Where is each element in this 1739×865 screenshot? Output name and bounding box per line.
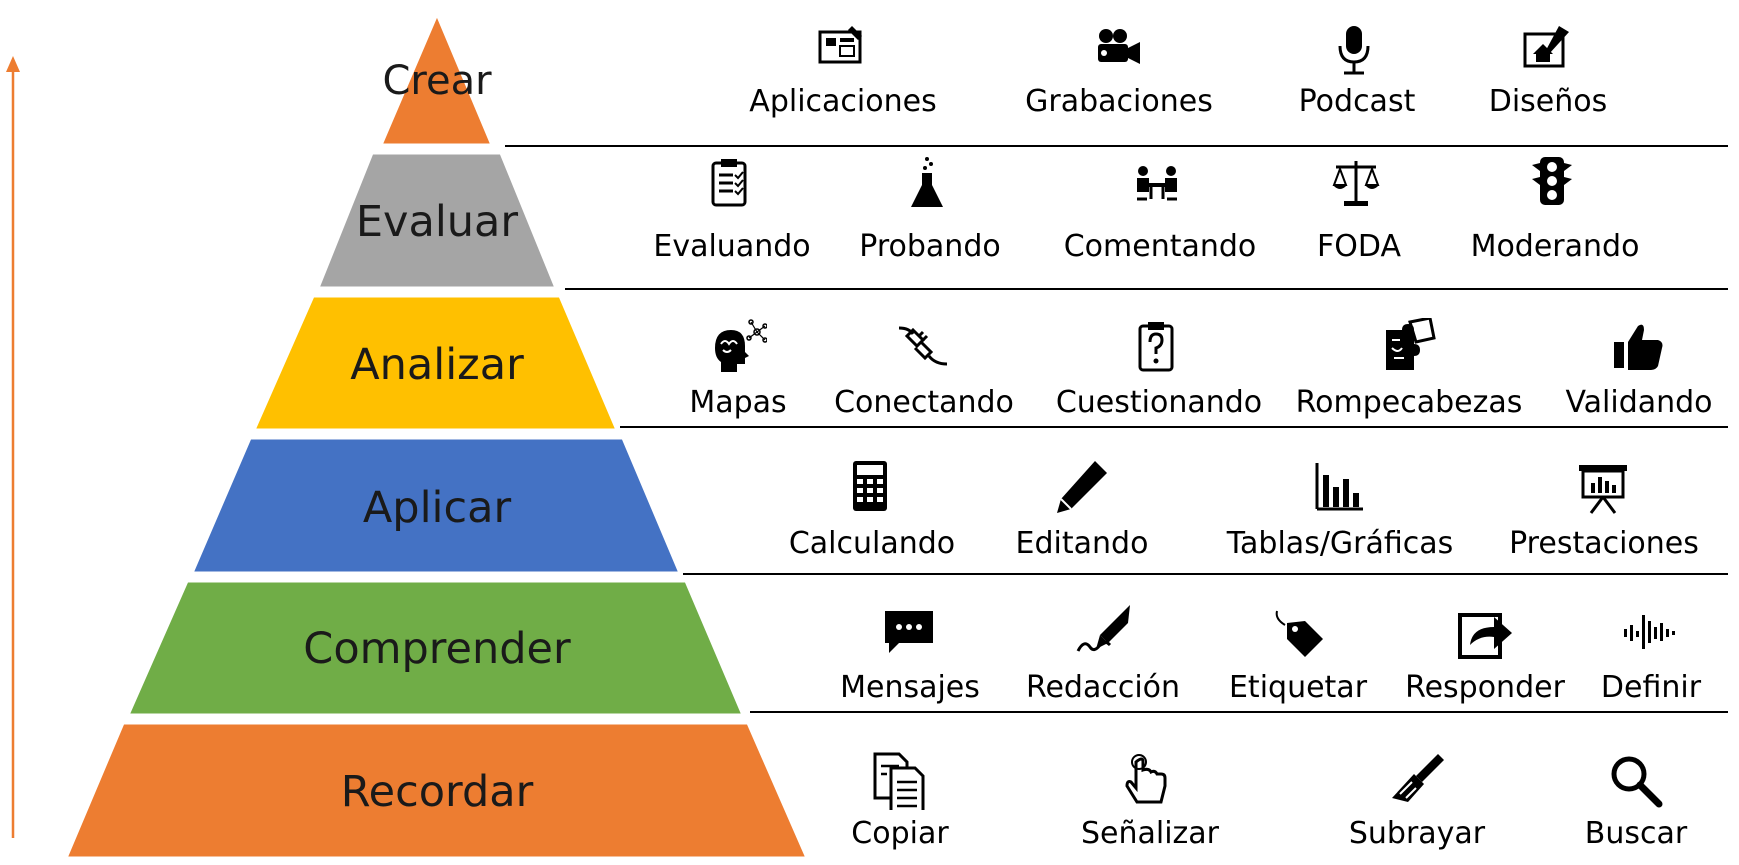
- activity-label: Rompecabezas: [1295, 385, 1523, 420]
- traffic-light-icon: [1532, 157, 1572, 205]
- activity-redacción: Redacción: [1026, 605, 1180, 705]
- activity-copiar: Copiar: [851, 752, 949, 851]
- fountain-pen-icon: [1076, 605, 1130, 652]
- activity-label: Cuestionando: [1055, 385, 1263, 420]
- copy-documents-icon: [873, 752, 925, 810]
- activity-label: Calculando: [788, 526, 956, 561]
- house-design-icon: [1523, 26, 1569, 68]
- video-camera-icon: [1098, 29, 1140, 64]
- level-label-aplicar: Aplicar: [363, 483, 512, 533]
- activity-mensajes: Mensajes: [840, 605, 980, 705]
- pyramid-level-aplicar: [189, 436, 683, 575]
- level-label-recordar: Recordar: [341, 767, 534, 817]
- brain-network-icon: [715, 319, 767, 372]
- flask-icon: [911, 157, 943, 207]
- activity-label: Prestaciones: [1509, 526, 1699, 561]
- activity-conectando: Conectando: [834, 318, 1014, 420]
- tag-icon: [1275, 610, 1323, 657]
- checklist-icon: [711, 159, 747, 207]
- activity-tablas-gráficas: Tablas/Gráficas: [1227, 459, 1453, 561]
- activity-foda: FODA: [1317, 155, 1401, 264]
- plug-icon: [898, 326, 948, 366]
- activity-grabaciones: Grabaciones: [1025, 22, 1213, 119]
- pyramid-level-recordar: [63, 721, 810, 860]
- presentation-icon: [1579, 465, 1627, 514]
- activity-label: Copiar: [851, 816, 949, 851]
- activity-aplicaciones: Aplicaciones: [749, 22, 937, 119]
- activity-label: Evaluando: [653, 229, 811, 264]
- calculator-icon: [853, 461, 887, 511]
- activity-label: Aplicaciones: [749, 84, 937, 119]
- activity-comentando: Comentando: [1064, 155, 1256, 264]
- activity-label: Editando: [1015, 526, 1149, 561]
- activity-prestaciones: Prestaciones: [1509, 459, 1699, 561]
- activity-mapas: Mapas: [689, 318, 787, 420]
- scales-icon: [1332, 161, 1380, 206]
- activity-cuestionando: Cuestionando: [1056, 318, 1262, 420]
- activity-label: Subrayar: [1348, 816, 1486, 851]
- activity-label: Comentando: [1063, 229, 1257, 264]
- activity-editando: Editando: [1016, 459, 1148, 561]
- bar-chart-icon: [1315, 463, 1363, 511]
- activity-label: Diseños: [1488, 84, 1608, 119]
- microphone-icon: [1338, 26, 1370, 75]
- activity-label: Redacción: [1025, 670, 1181, 705]
- activity-validando: Validando: [1565, 318, 1713, 420]
- activity-label: Etiquetar: [1228, 670, 1368, 705]
- activity-label: Moderando: [1470, 229, 1640, 264]
- activity-label: Buscar: [1584, 816, 1688, 851]
- activity-probando: Probando: [859, 155, 1001, 264]
- pointing-hand-icon: [1125, 754, 1167, 804]
- activity-label: Grabaciones: [1025, 84, 1213, 119]
- activity-evaluando: Evaluando: [653, 155, 811, 264]
- sound-wave-icon: [1624, 615, 1675, 649]
- activity-definir: Definir: [1601, 605, 1701, 705]
- activity-label: Mapas: [689, 385, 787, 420]
- level-label-analizar: Analizar: [350, 340, 524, 390]
- activity-responder: Responder: [1405, 605, 1565, 705]
- activity-etiquetar: Etiquetar: [1229, 605, 1367, 705]
- activity-calculando: Calculando: [789, 459, 955, 561]
- magnifier-icon: [1611, 756, 1663, 808]
- activity-subrayar: Subrayar: [1349, 752, 1485, 851]
- level-label-evaluar: Evaluar: [356, 197, 519, 247]
- activity-label: Validando: [1565, 385, 1713, 420]
- activity-señalizar: Señalizar: [1081, 752, 1219, 851]
- activity-label: FODA: [1317, 229, 1401, 264]
- level-label-comprender: Comprender: [303, 624, 571, 674]
- pyramid-level-evaluar: [315, 151, 559, 290]
- paint-brush-icon: [1392, 754, 1444, 802]
- activity-label: Mensajes: [840, 670, 980, 705]
- activity-label: Conectando: [834, 385, 1014, 420]
- blueprint-icon: [818, 26, 862, 64]
- pencil-icon: [1057, 461, 1107, 513]
- activity-label: Señalizar: [1080, 816, 1220, 851]
- activity-rompecabezas: Rompecabezas: [1296, 318, 1522, 420]
- activity-label: Responder: [1405, 670, 1565, 705]
- activity-label: Definir: [1600, 670, 1702, 705]
- pyramid-level-crear: [378, 10, 495, 147]
- meeting-icon: [1137, 166, 1177, 201]
- activity-label: Podcast: [1298, 84, 1416, 119]
- progression-arrow: [6, 56, 20, 838]
- activity-moderando: Moderando: [1471, 155, 1639, 264]
- share-icon: [1458, 613, 1512, 659]
- pyramid-level-comprender: [125, 579, 746, 717]
- activity-label: Tablas/Gráficas: [1226, 526, 1454, 561]
- pyramid-level-analizar: [251, 294, 620, 432]
- puzzle-icon: [1386, 318, 1436, 370]
- activity-buscar: Buscar: [1585, 752, 1687, 851]
- question-clipboard-icon: [1138, 322, 1174, 372]
- activity-label: Probando: [859, 229, 1001, 264]
- level-label-crear: Crear: [382, 58, 492, 104]
- chat-bubble-icon: [885, 611, 933, 653]
- thumbs-up-icon: [1614, 324, 1663, 370]
- activity-diseños: Diseños: [1489, 22, 1607, 119]
- activity-podcast: Podcast: [1299, 22, 1415, 119]
